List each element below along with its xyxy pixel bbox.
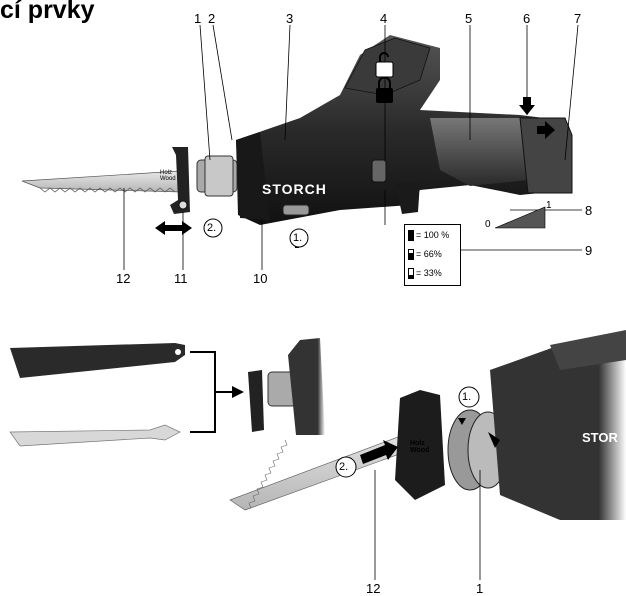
brand-logo-closeup: STOR: [582, 430, 618, 445]
step-circles: [203, 218, 480, 478]
battery-legend: = 100 % = 66% = 33%: [404, 224, 461, 286]
legend-row-33: = 33%: [408, 266, 442, 280]
callout-4: 4: [380, 11, 388, 26]
callout-7: 7: [574, 11, 582, 26]
callout-1: 1: [194, 11, 202, 26]
speed-max-label: 1: [546, 200, 552, 211]
legend-label: = 33%: [416, 268, 442, 278]
legend-label: = 66%: [416, 249, 442, 259]
brand-logo: STORCH: [262, 181, 327, 197]
legend-row-66: = 66%: [408, 247, 442, 261]
speed-triangle: [494, 206, 546, 229]
callout-9: 9: [585, 243, 593, 258]
step-label: 1.: [293, 232, 303, 244]
callout-8: 8: [585, 203, 593, 218]
callout-12-bottom: 12: [366, 581, 381, 596]
speed-min-label: 0: [485, 219, 491, 230]
legend-label: = 100 %: [416, 230, 450, 240]
blades-comparison: [9, 338, 325, 447]
step-label: 1.: [462, 391, 472, 403]
rotate-arrow: [458, 418, 466, 425]
step-label: 2.: [207, 222, 217, 234]
callout-1-bottom: 1: [476, 581, 484, 596]
page-title: cí prvky: [0, 0, 95, 24]
blade-marking-closeup: Holz Wood: [410, 440, 430, 454]
callout-lines-bottom: [374, 470, 481, 580]
callout-12: 12: [116, 271, 131, 286]
callout-5: 5: [465, 11, 473, 26]
chuck-closeup: [229, 330, 626, 520]
step-label: 2.: [339, 461, 349, 473]
battery-icon: [408, 248, 414, 260]
blade-marking: Holz Wood: [160, 170, 176, 182]
callout-2: 2: [208, 11, 216, 26]
callout-6: 6: [523, 11, 531, 26]
insert-arrow: [360, 440, 398, 464]
callout-11: 11: [174, 271, 188, 286]
legend-row-full: = 100 %: [408, 228, 449, 242]
battery-icon: [408, 267, 414, 279]
callout-3: 3: [286, 11, 294, 26]
lock-icons: [375, 52, 394, 103]
battery-icon: [408, 229, 414, 241]
callout-10: 10: [253, 271, 268, 286]
